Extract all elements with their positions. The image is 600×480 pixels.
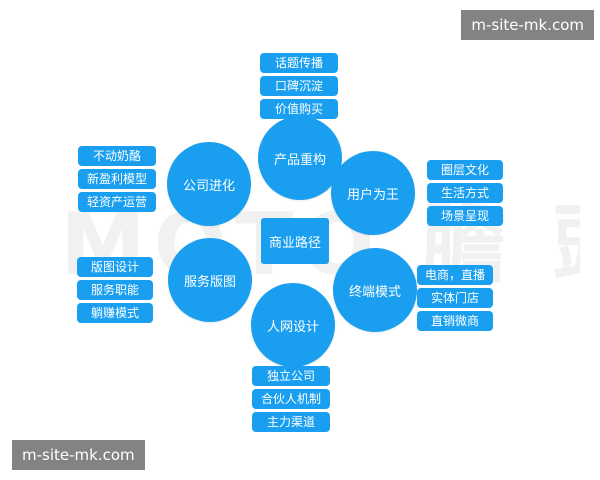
company-item-3: 轻资产运营 [78,192,156,212]
product-items: 话题传播 口碑沉淀 价值购买 [260,53,338,119]
node-user: 用户为王 [331,151,415,235]
watermark-top-right: m-site-mk.com [461,10,594,40]
product-item-1: 话题传播 [260,53,338,73]
center-node-label: 商业路径 [268,235,321,251]
network-item-1: 独立公司 [252,366,330,386]
company-item-1: 不动奶酪 [78,146,156,166]
node-user-label: 用户为王 [346,187,399,203]
network-item-3: 主力渠道 [252,412,330,432]
watermark-bottom-left: m-site-mk.com [12,440,145,470]
company-item-2: 新盈利模型 [78,169,156,189]
company-items: 不动奶酪 新盈利模型 轻资产运营 [78,146,156,212]
node-company: 公司进化 [167,142,251,226]
service-items: 版图设计 服务职能 躺赚模式 [77,257,153,323]
node-company-label: 公司进化 [182,178,235,194]
center-node: 商业路径 [261,218,329,264]
service-item-2: 服务职能 [77,280,153,300]
user-items: 圈层文化 生活方式 场景呈现 [427,160,503,226]
terminal-item-3: 直销微商 [417,311,493,331]
node-product-label: 产品重构 [273,152,326,168]
node-terminal-label: 终端模式 [348,284,401,300]
user-item-2: 生活方式 [427,183,503,203]
node-network-label: 人网设计 [266,319,319,335]
node-service-label: 服务版图 [183,274,236,290]
service-item-3: 躺赚模式 [77,303,153,323]
network-item-2: 合伙人机制 [252,389,330,409]
terminal-item-2: 实体门店 [417,288,493,308]
user-item-3: 场景呈现 [427,206,503,226]
terminal-items: 电商，直播 实体门店 直销微商 [417,265,493,331]
node-service: 服务版图 [168,238,252,322]
node-network: 人网设计 [251,283,335,367]
user-item-1: 圈层文化 [427,160,503,180]
product-item-3: 价值购买 [260,99,338,119]
terminal-item-1: 电商，直播 [417,265,493,285]
product-item-2: 口碑沉淀 [260,76,338,96]
node-product: 产品重构 [258,116,342,200]
node-terminal: 终端模式 [333,248,417,332]
service-item-1: 版图设计 [77,257,153,277]
network-items: 独立公司 合伙人机制 主力渠道 [252,366,330,432]
